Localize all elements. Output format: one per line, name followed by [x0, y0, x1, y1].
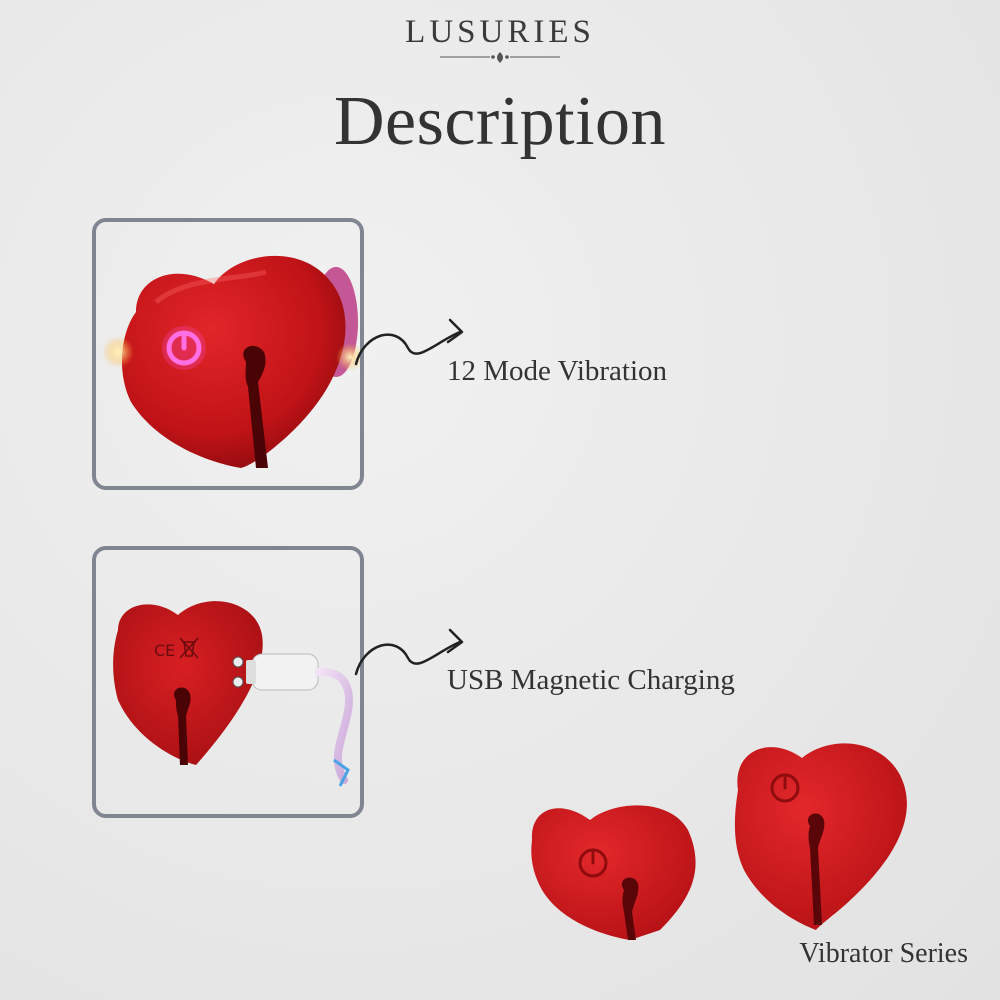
- series-label: Vibrator Series: [799, 938, 968, 969]
- brand-logo: LUSURIES: [405, 14, 595, 50]
- brand-ornament-icon: [440, 52, 560, 63]
- svg-text:CE: CE: [154, 641, 175, 660]
- product-image-frame-vibration: [92, 218, 364, 490]
- page-title: Description: [333, 83, 667, 160]
- curved-arrow-icon: [354, 628, 464, 676]
- feature-label-vibration: 12 Mode Vibration: [447, 355, 668, 387]
- product-image-frame-charging: CE: [92, 546, 364, 818]
- curved-arrow-icon: [354, 318, 464, 366]
- feature-label-charging: USB Magnetic Charging: [447, 664, 735, 696]
- heart-vibrator-pair-image: [531, 743, 907, 940]
- heart-vibrator-front-image: [102, 255, 360, 468]
- heart-vibrator-charging-image: CE: [113, 601, 353, 787]
